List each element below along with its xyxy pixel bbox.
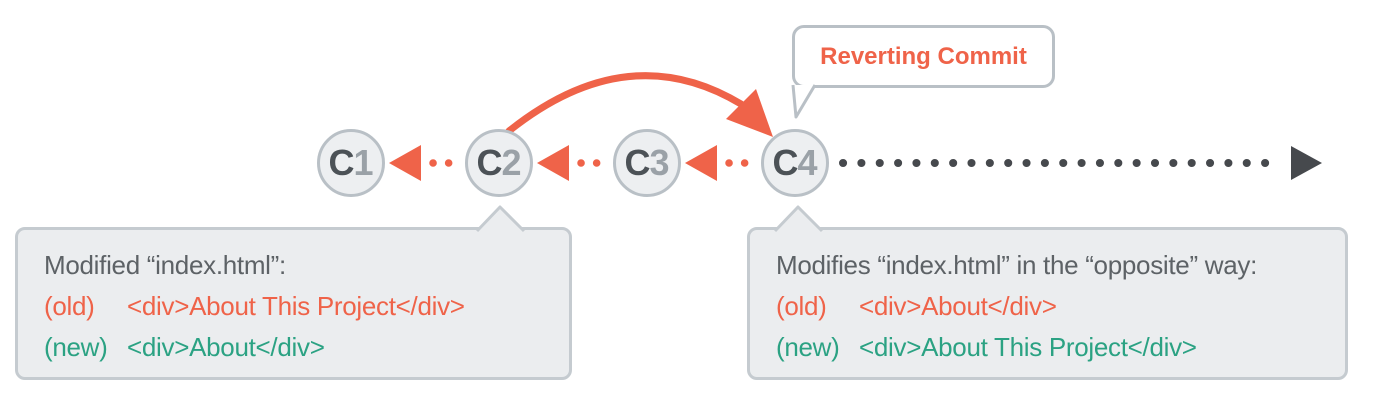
diff-old-label: (old) <box>776 291 827 321</box>
commit-label: C <box>328 142 354 183</box>
callout-title: Modifies “index.html” in the “opposite” … <box>776 250 1258 280</box>
diff-new-code: <div>About</div> <box>127 332 325 362</box>
left-arrowhead-icon <box>685 145 717 181</box>
commit-number: 2 <box>501 142 522 183</box>
parent-arrow-c4-to-c3 <box>685 145 764 181</box>
left-arrowhead-icon <box>537 145 569 181</box>
revert-arc-c2-to-c4 <box>505 72 773 137</box>
commit-number: 1 <box>353 142 374 183</box>
reverting-commit-bubble: Reverting Commit <box>792 25 1055 88</box>
commit-label: C <box>476 142 502 183</box>
diff-new-code: <div>About This Project</div> <box>859 332 1197 362</box>
diff-old-row: (old) <div>About This Project</div> <box>44 286 569 327</box>
commit-label: C <box>772 142 798 183</box>
diff-old-row: (old) <div>About</div> <box>776 286 1345 327</box>
diff-old-code: <div>About This Project</div> <box>127 291 465 321</box>
parent-arrow-c2-to-c1 <box>389 145 468 181</box>
reverting-commit-label: Reverting Commit <box>820 42 1027 70</box>
commit-label: C <box>624 142 650 183</box>
callout-c2-diff: Modified “index.html”: (old) <div>About … <box>15 227 572 380</box>
left-arrowhead-icon <box>389 145 421 181</box>
commit-number: 3 <box>649 142 670 183</box>
diff-old-code: <div>About</div> <box>859 291 1057 321</box>
diff-new-row: (new) <div>About</div> <box>44 327 569 368</box>
callout-title: Modified “index.html”: <box>44 250 286 280</box>
arc-arrowhead-icon <box>726 89 773 137</box>
right-arrowhead-icon <box>1291 146 1322 180</box>
commit-number: 4 <box>797 142 818 183</box>
timeline-arrow-right <box>839 146 1322 180</box>
diff-new-label: (new) <box>44 332 108 362</box>
parent-arrow-c3-to-c2 <box>537 145 616 181</box>
diff-old-label: (old) <box>44 291 95 321</box>
callout-c4-diff: Modifies “index.html” in the “opposite” … <box>747 227 1348 380</box>
diff-new-label: (new) <box>776 332 840 362</box>
diff-new-row: (new) <div>About This Project</div> <box>776 327 1345 368</box>
arc-line <box>505 72 745 135</box>
